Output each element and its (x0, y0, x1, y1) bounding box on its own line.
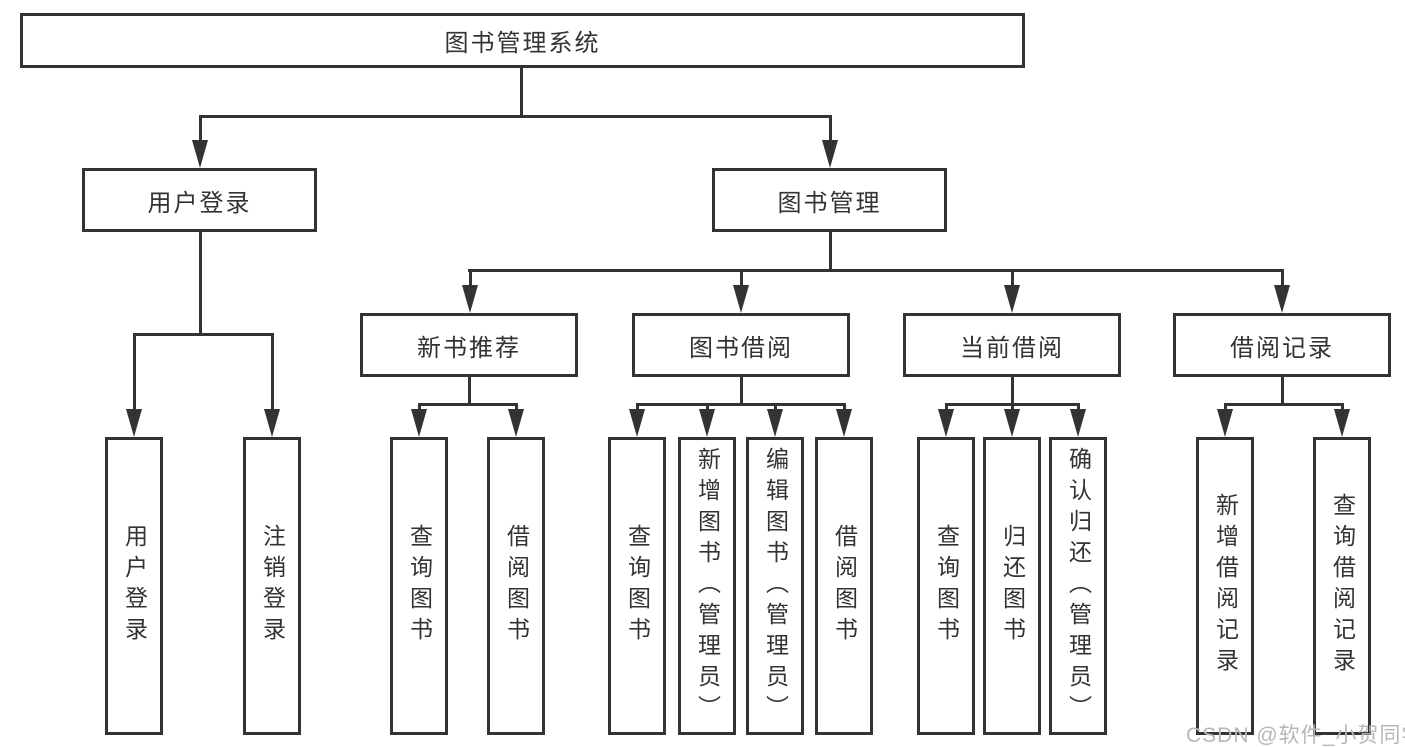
leaf-query-borrow-record: 查询借阅记录 (1313, 437, 1371, 735)
arrow-down-icon (767, 409, 783, 437)
connector-line (468, 377, 471, 406)
leaf-label: 借阅图书 (503, 524, 530, 648)
connector-line (515, 403, 518, 413)
connector-line (418, 403, 518, 406)
connector-line (829, 115, 832, 142)
arrow-down-icon (192, 140, 208, 168)
leaf-query-books-current: 查询图书 (917, 437, 975, 735)
leaf-edit-book-admin: 编辑图书（管理员） (746, 437, 804, 735)
connector-line (829, 232, 832, 272)
connector-line (1224, 403, 1227, 413)
leaf-borrow-books-recommend: 借阅图书 (487, 437, 545, 735)
connector-line (133, 333, 274, 336)
node-new-book-recommend: 新书推荐 (360, 313, 578, 377)
node-book-borrowing: 图书借阅 (632, 313, 850, 377)
leaf-confirm-return-admin: 确认归还（管理员） (1049, 437, 1107, 735)
node-current-borrowing: 当前借阅 (903, 313, 1121, 377)
leaf-label: 查询图书 (933, 524, 960, 648)
connector-line (418, 403, 421, 413)
connector-line (199, 115, 202, 142)
connector-line (468, 269, 1284, 272)
arrow-down-icon (462, 285, 478, 313)
connector-line (740, 269, 743, 287)
leaf-return-books: 归还图书 (983, 437, 1041, 735)
leaf-query-books-borrowing: 查询图书 (608, 437, 666, 735)
connector-line (1224, 403, 1344, 406)
leaf-label: 查询图书 (406, 524, 433, 648)
connector-line (1281, 269, 1284, 287)
connector-line (774, 403, 777, 413)
leaf-label: 查询借阅记录 (1329, 493, 1356, 679)
leaf-label: 查询图书 (624, 524, 651, 648)
arrow-down-icon (126, 409, 142, 437)
leaf-label: 新增借阅记录 (1212, 493, 1239, 679)
connector-line (1341, 403, 1344, 413)
arrow-down-icon (822, 140, 838, 168)
arrow-down-icon (836, 409, 852, 437)
arrow-down-icon (938, 409, 954, 437)
node-book-management: 图书管理 (712, 168, 947, 232)
arrow-down-icon (629, 409, 645, 437)
connector-line (843, 403, 846, 413)
connector-line (1011, 403, 1014, 413)
connector-line (469, 269, 472, 287)
arrow-down-icon (1004, 285, 1020, 313)
node-borrowing-records: 借阅记录 (1173, 313, 1391, 377)
leaf-label: 注销登录 (259, 524, 286, 648)
connector-line (945, 403, 948, 413)
connector-line (1281, 377, 1284, 406)
arrow-down-icon (1274, 285, 1290, 313)
node-library-system: 图书管理系统 (20, 13, 1025, 68)
leaf-query-books-recommend: 查询图书 (390, 437, 448, 735)
arrow-down-icon (1334, 409, 1350, 437)
arrow-down-icon (264, 409, 280, 437)
leaf-label: 归还图书 (999, 524, 1026, 648)
leaf-label: 借阅图书 (831, 524, 858, 648)
connector-line (636, 403, 846, 406)
leaf-label: 编辑图书（管理员） (762, 446, 789, 726)
arrow-down-icon (411, 409, 427, 437)
leaf-user-login: 用户登录 (105, 437, 163, 735)
arrow-down-icon (699, 409, 715, 437)
arrow-down-icon (1217, 409, 1233, 437)
connector-line (706, 403, 709, 413)
leaf-label: 用户登录 (121, 524, 148, 648)
leaf-label: 确认归还（管理员） (1065, 446, 1092, 726)
connector-line (199, 232, 202, 336)
leaf-logout: 注销登录 (243, 437, 301, 735)
node-user-login: 用户登录 (82, 168, 317, 232)
watermark: CSDN @软件_小贺同学 (1186, 724, 1405, 747)
leaf-add-borrow-record: 新增借阅记录 (1196, 437, 1254, 735)
arrow-down-icon (1070, 409, 1086, 437)
connector-line (1011, 269, 1014, 287)
arrow-down-icon (733, 285, 749, 313)
leaf-label: 新增图书（管理员） (694, 446, 721, 726)
connector-line (1011, 377, 1014, 406)
arrow-down-icon (1004, 409, 1020, 437)
connector-line (133, 333, 136, 411)
connector-line (1077, 403, 1080, 413)
connector-line (740, 377, 743, 406)
connector-line (520, 68, 523, 118)
connector-line (271, 333, 274, 411)
arrow-down-icon (508, 409, 524, 437)
connector-line (199, 115, 832, 118)
leaf-add-book-admin: 新增图书（管理员） (678, 437, 736, 735)
leaf-borrow-books-borrowing: 借阅图书 (815, 437, 873, 735)
connector-line (636, 403, 639, 413)
